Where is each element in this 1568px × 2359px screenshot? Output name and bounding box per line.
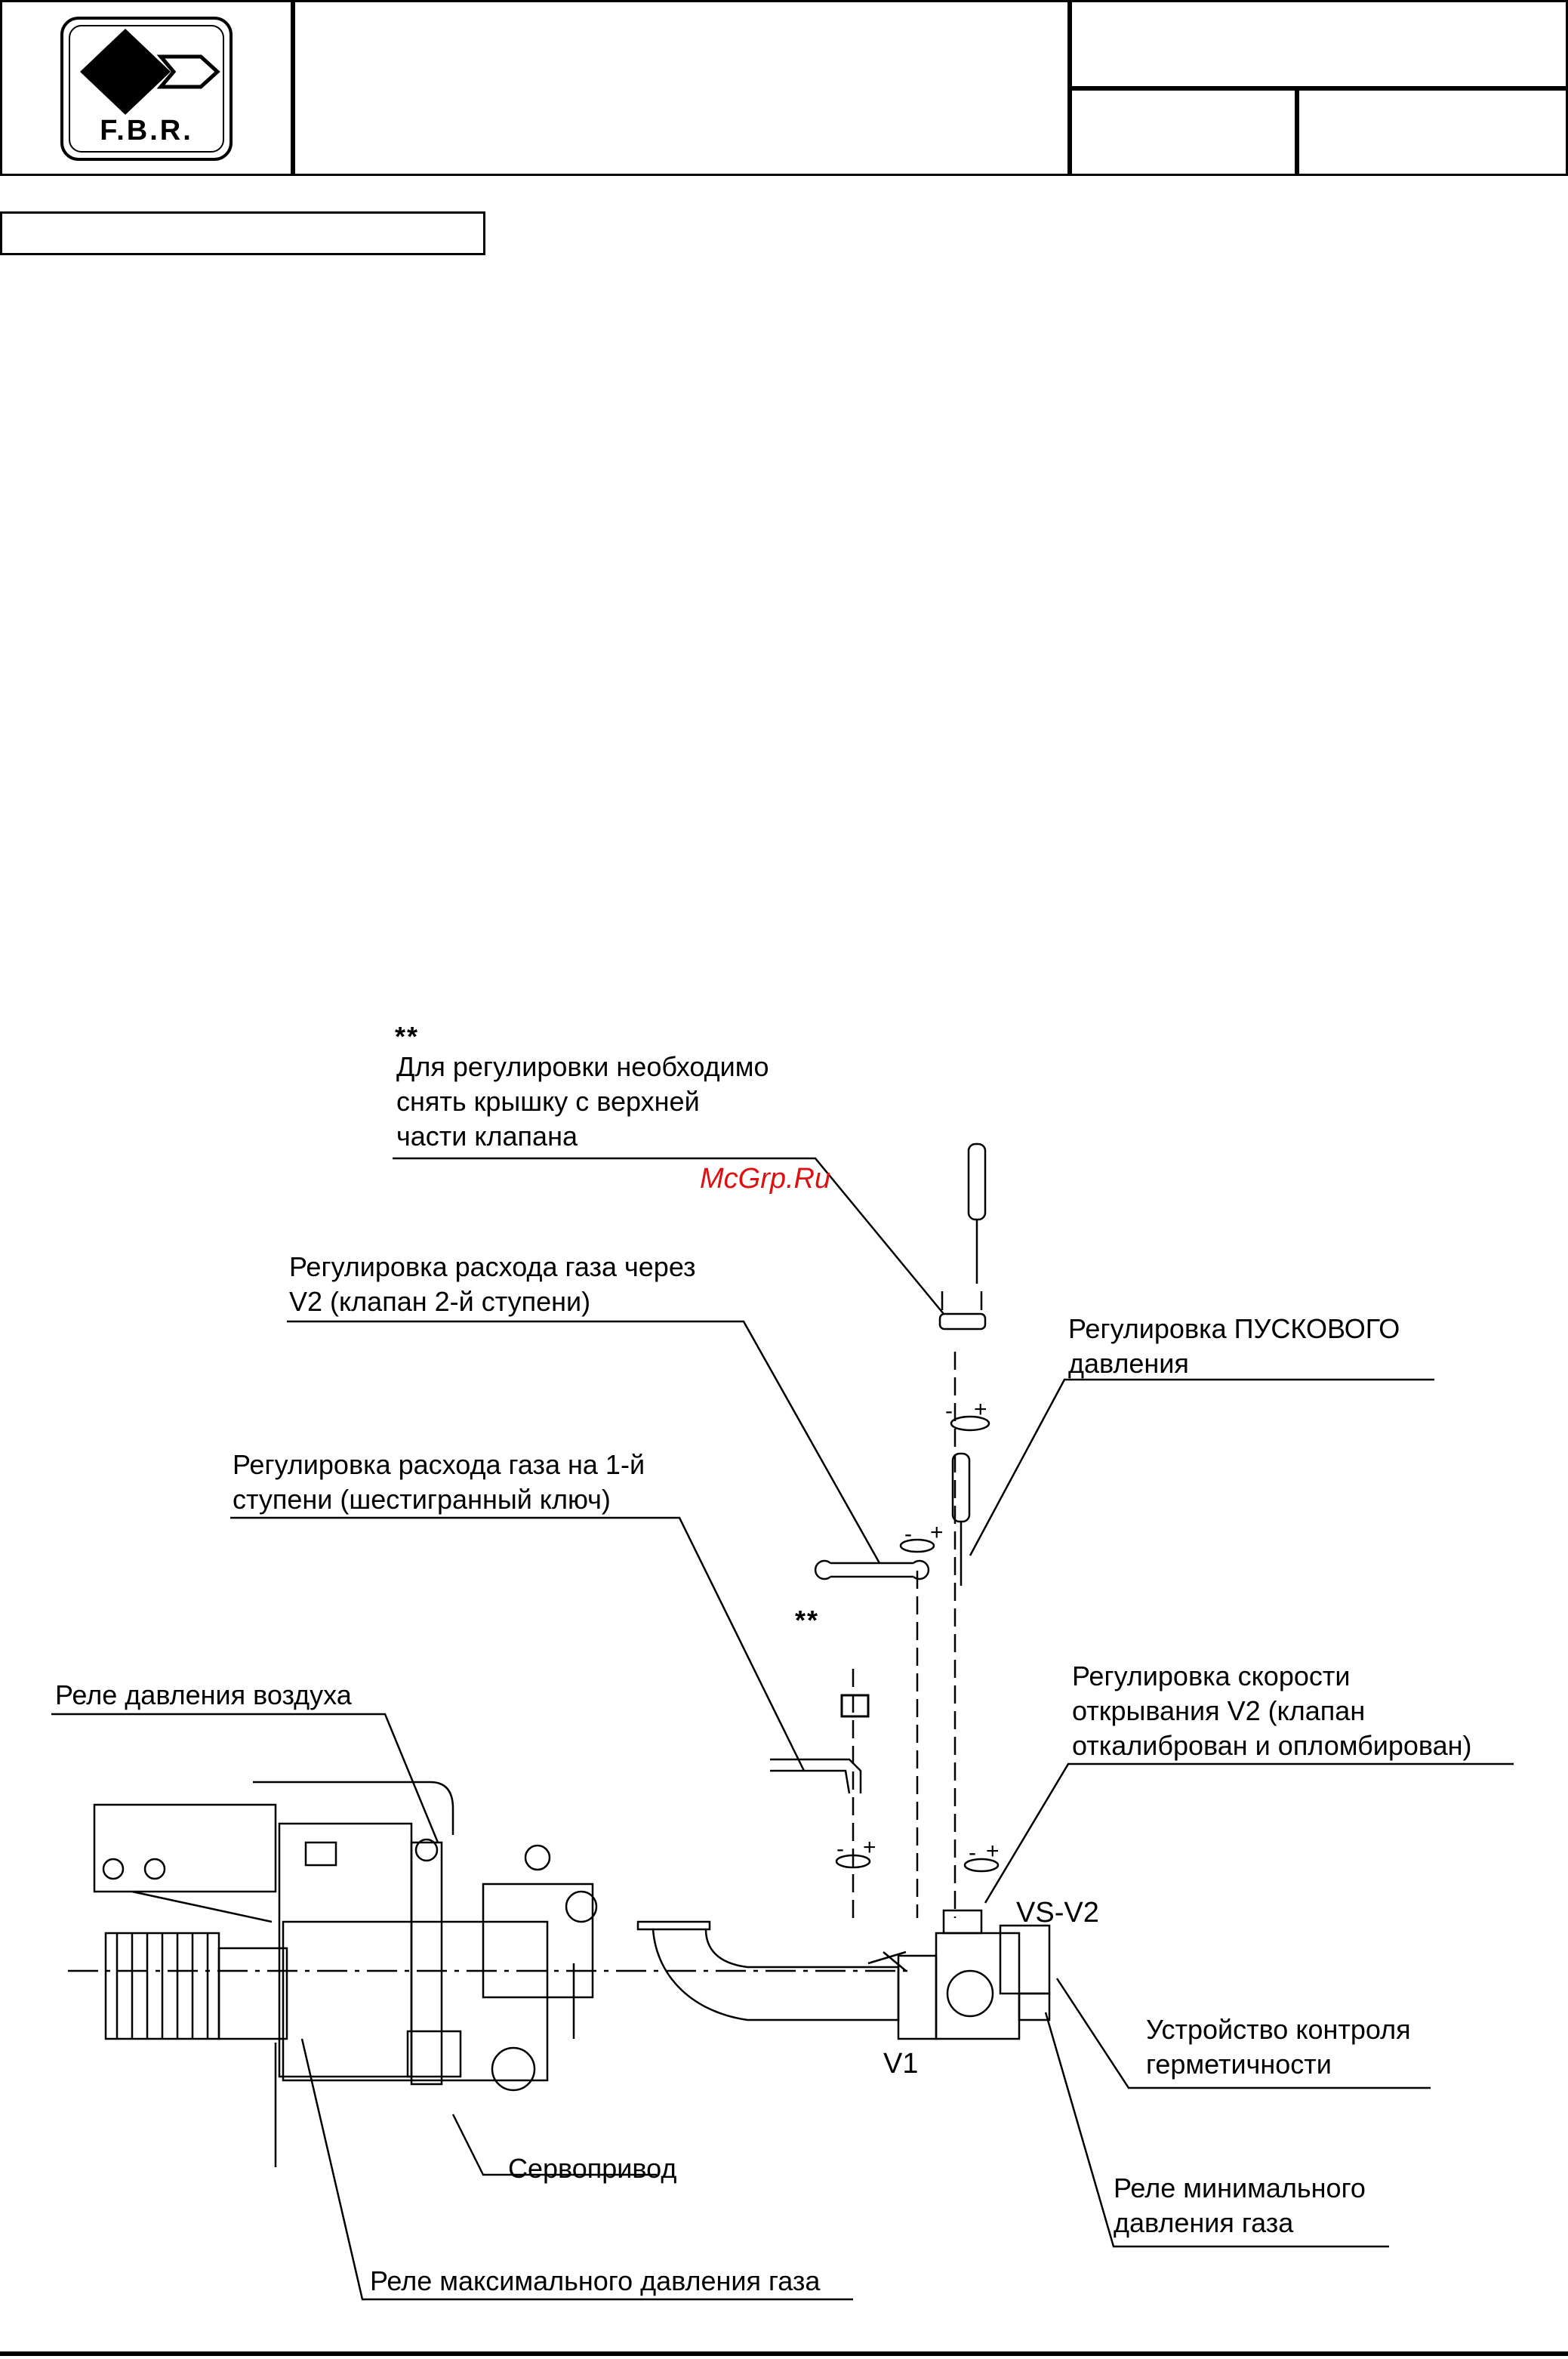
section-box — [0, 211, 485, 255]
vs-v2-tag: VS-V2 — [1016, 1897, 1099, 1929]
knurled-knob — [840, 1694, 870, 1718]
leader-servo — [451, 2114, 657, 2176]
leader-min-gas-relay — [1044, 2012, 1389, 2248]
valve-cap — [938, 1312, 987, 1331]
rot-plus-speed: + — [986, 1839, 1000, 1864]
min-gas-pressure-relay-label: Реле минимального давления газа — [1114, 2172, 1366, 2238]
leader-gas-flow-stage1 — [230, 1516, 806, 1772]
wrench-shape — [814, 1559, 930, 1580]
rot-minus-speed: - — [969, 1840, 976, 1865]
rotation-arrow-hex — [835, 1854, 871, 1869]
servo-drive-label: Сервопривод — [508, 2153, 677, 2184]
rotation-arrow-top — [950, 1415, 990, 1432]
rot-plus-hex: + — [863, 1835, 876, 1860]
cover-note-label: Для регулировки необходимо снять крышку … — [396, 1051, 769, 1152]
tightness-control-label: Устройство контроля герметичности — [1146, 2014, 1411, 2080]
stars-lower: ** — [795, 1605, 820, 1636]
screwdriver-top-handle — [967, 1142, 987, 1221]
fbr-logo: F.B.R. — [59, 15, 234, 162]
rotation-arrow-wrench — [899, 1538, 935, 1553]
max-gas-pressure-relay-label: Реле максимального давления газа — [370, 2265, 821, 2296]
v2-opening-speed-label: Регулировка скорости открывания V2 (клап… — [1072, 1661, 1472, 1761]
fbr-logo-icon — [60, 17, 233, 161]
logo-text: F.B.R. — [100, 115, 193, 146]
leader-tightness-control — [1055, 1978, 1431, 2089]
leader-air-pressure-relay — [51, 1713, 439, 1843]
rot-minus-hex: - — [836, 1836, 844, 1861]
header-divider-3 — [1295, 86, 1299, 176]
v1-tag: V1 — [883, 2048, 919, 2080]
leader-gas-flow-v2 — [287, 1320, 881, 1564]
gas-flow-stage1-label: Регулировка расхода газа на 1-й ступени … — [233, 1449, 645, 1515]
gas-train-block — [482, 1883, 594, 1999]
leader-v2-opening-speed — [984, 1762, 1514, 1904]
gas-flow-v2-label: Регулировка расхода газа через V2 (клапа… — [289, 1251, 696, 1317]
rot-minus-wrench: - — [904, 1522, 912, 1546]
vs-v2-box — [999, 1924, 1051, 1995]
start-pressure-label: Регулировка ПУСКОВОГО давления — [1068, 1313, 1400, 1379]
hex-key — [770, 1758, 862, 1794]
footer-line — [0, 2351, 1568, 2356]
leader-start-pressure — [969, 1378, 1434, 1556]
electrical-box — [93, 1803, 277, 1893]
leader-max-gas-relay — [300, 2038, 853, 2301]
rot-plus-top: + — [974, 1397, 987, 1422]
rotation-arrow-speed — [963, 1858, 1000, 1873]
rot-plus-wrench: + — [930, 1520, 944, 1545]
stars-top: ** — [395, 1021, 420, 1052]
header-hline — [1067, 86, 1568, 91]
rot-minus-top: - — [945, 1398, 953, 1423]
header-divider-1 — [291, 0, 295, 176]
pressure-gauge — [524, 1844, 551, 1871]
burner-housing — [278, 1822, 413, 2078]
leader-cover-note — [393, 1157, 944, 1315]
watermark: McGrp.Ru — [700, 1163, 831, 1195]
gas-flange — [636, 1920, 711, 1931]
air-pressure-relay-label: Реле давления воздуха — [55, 1679, 352, 1710]
gas-elbow — [652, 1929, 900, 2021]
servo-box — [406, 2030, 462, 2078]
